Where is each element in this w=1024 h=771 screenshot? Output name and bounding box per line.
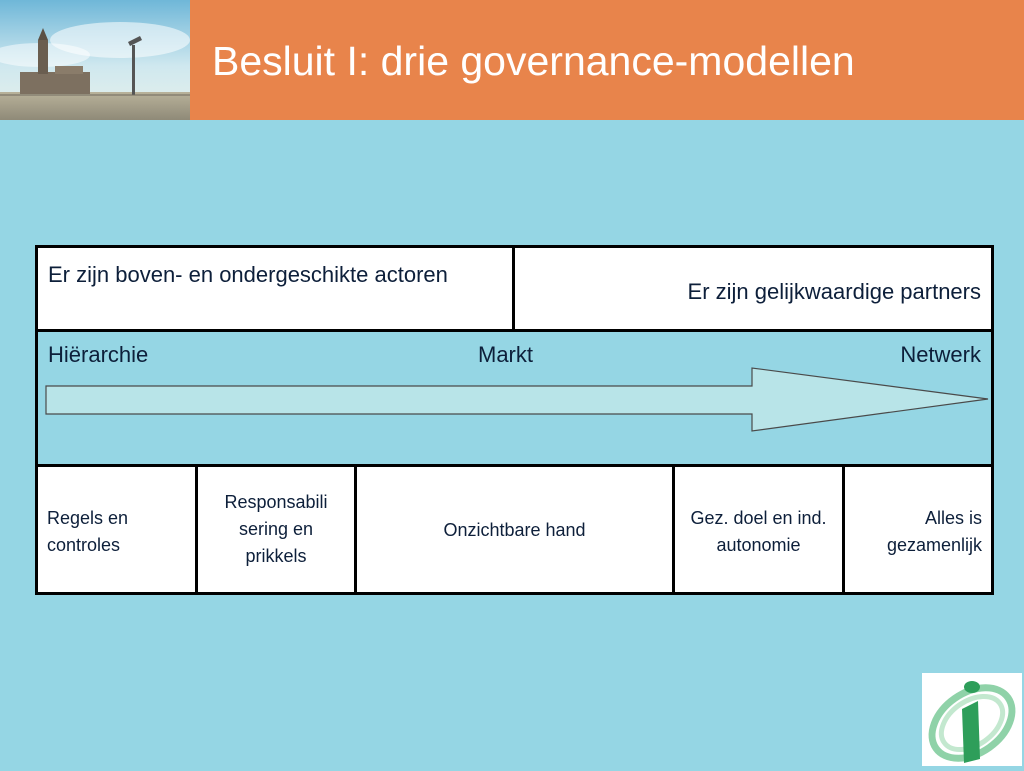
slide-title: Besluit I: drie governance-modellen	[212, 38, 855, 84]
responsibility-incentives-text: Responsabili sering en prikkels	[224, 492, 328, 566]
spectrum-arrow-icon	[45, 367, 989, 432]
cell-responsibility-incentives: Responsabili sering en prikkels	[195, 464, 357, 595]
spectrum-label-markt: Markt	[478, 342, 533, 367]
shared-goal-text: Gez. doel en ind. autonomie	[690, 508, 827, 555]
equal-partners-text: Er zijn gelijkwaardige partners	[687, 279, 981, 304]
header-bar: Besluit I: drie governance-modellen	[0, 0, 1024, 120]
cell-rules-controls: Regels en controles	[35, 464, 198, 595]
organization-logo	[922, 673, 1022, 766]
governance-table: Er zijn boven- en ondergeschikte actoren…	[35, 245, 994, 595]
rules-controls-text: Regels en controles	[47, 508, 129, 555]
spectrum-label-hierarchie: Hiërarchie	[48, 342, 149, 367]
cell-shared-goal: Gez. doel en ind. autonomie	[672, 464, 845, 595]
invisible-hand-text: Onzichtbare hand	[443, 520, 586, 540]
cell-spectrum: Hiërarchie Markt Netwerk	[35, 329, 994, 467]
cell-all-together: Alles is gezamenlijk	[842, 464, 994, 595]
city-skyline-image	[0, 0, 190, 120]
logo-icon	[922, 673, 1022, 766]
all-together-text: Alles is gezamenlijk	[886, 508, 982, 555]
cell-invisible-hand: Onzichtbare hand	[354, 464, 675, 595]
cell-hierarchical-actors: Er zijn boven- en ondergeschikte actoren	[35, 245, 515, 332]
hierarchical-actors-text: Er zijn boven- en ondergeschikte actoren	[48, 262, 448, 287]
cell-equal-partners: Er zijn gelijkwaardige partners	[512, 245, 994, 332]
city-photo	[0, 0, 190, 120]
spectrum-label-netwerk: Netwerk	[900, 342, 981, 367]
